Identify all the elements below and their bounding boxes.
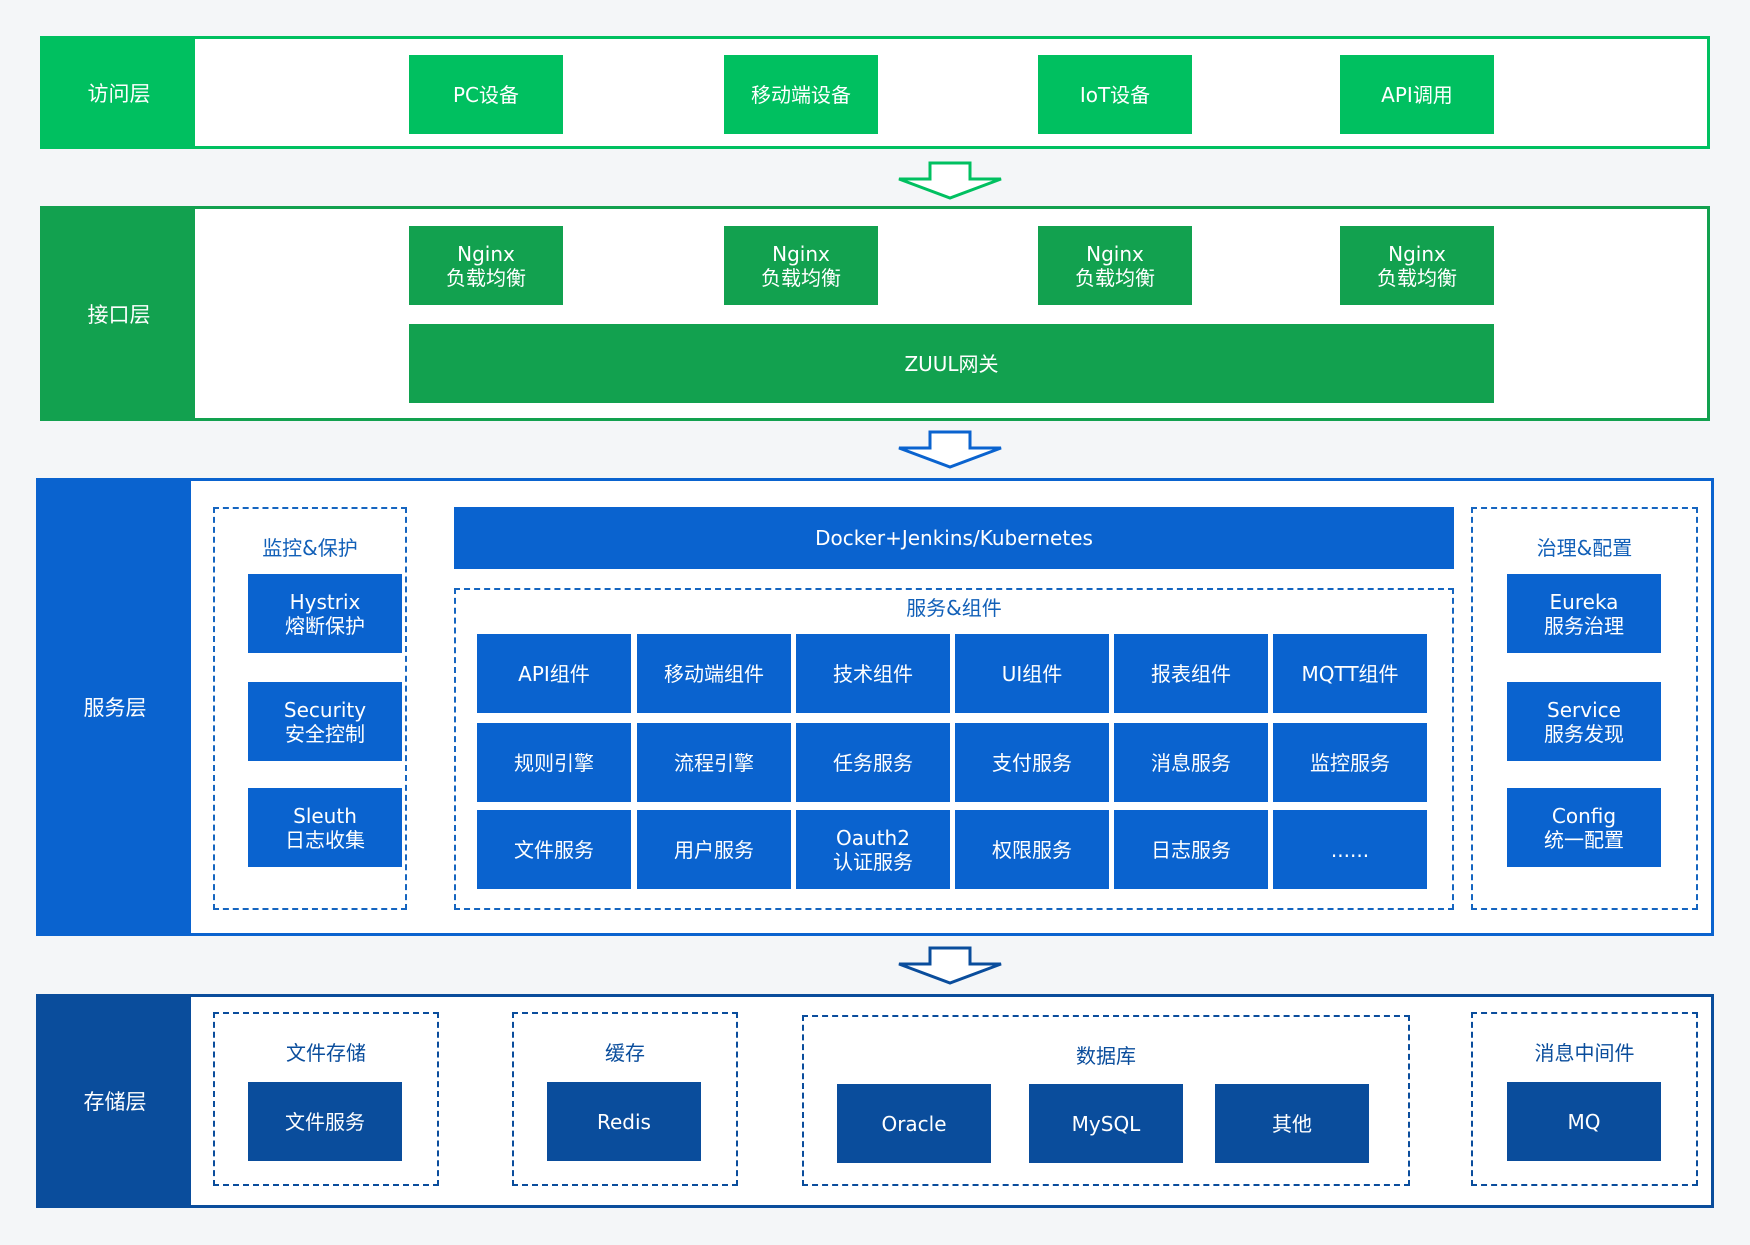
nginx-load-balancer: Nginx 负载均衡: [409, 226, 563, 305]
monitor-group-title: 监控&保护: [262, 536, 358, 560]
nginx-desc: 负载均衡: [1377, 265, 1457, 290]
cache-group: 缓存 Redis: [512, 1012, 738, 1186]
item-name: Config: [1551, 803, 1617, 828]
device-mobile: 移动端设备: [724, 55, 878, 134]
item-name: Eureka: [1549, 589, 1619, 614]
item-name: Security: [283, 697, 367, 722]
mysql-box: MySQL: [1029, 1084, 1183, 1163]
permission-service: 权限服务: [955, 810, 1109, 889]
cache-title: 缓存: [605, 1041, 645, 1065]
more-services: ......: [1273, 810, 1427, 889]
item-name: Hystrix: [289, 589, 361, 614]
tech-component: 技术组件: [796, 634, 950, 713]
mqtt-component: MQTT组件: [1273, 634, 1427, 713]
down-arrow-icon: [898, 430, 1002, 469]
file-service-box: 文件服务: [248, 1082, 402, 1161]
nginx-desc: 负载均衡: [446, 265, 526, 290]
nginx-desc: 负载均衡: [761, 265, 841, 290]
security-box: Security 安全控制: [248, 682, 402, 761]
storage-layer-label: 存储层: [39, 997, 191, 1205]
service-layer: 服务层 监控&保护 Hystrix 熔断保护 Security 安全控制 Sle…: [36, 478, 1714, 936]
service-layer-label: 服务层: [39, 481, 191, 933]
user-service: 用户服务: [637, 810, 791, 889]
nginx-name: Nginx: [457, 241, 515, 266]
governance-config-group: 治理&配置 Eureka 服务治理 Service 服务发现 Config 统一…: [1471, 507, 1698, 910]
other-db-box: 其他: [1215, 1084, 1369, 1163]
devops-bar: Docker+Jenkins/Kubernetes: [454, 507, 1454, 569]
eureka-box: Eureka 服务治理: [1507, 574, 1661, 653]
device-iot: IoT设备: [1038, 55, 1192, 134]
item-desc: 日志收集: [285, 827, 365, 852]
services-components-group: 服务&组件 API组件 移动端组件 技术组件 UI组件 报表组件 MQTT组件 …: [454, 588, 1454, 910]
message-middleware-group: 消息中间件 MQ: [1471, 1012, 1698, 1186]
down-arrow-icon: [898, 161, 1002, 200]
config-box: Config 统一配置: [1507, 788, 1661, 867]
item-desc: 安全控制: [285, 721, 365, 746]
item-desc: 统一配置: [1544, 827, 1624, 852]
components-group-title: 服务&组件: [906, 596, 1002, 620]
nginx-name: Nginx: [1086, 241, 1144, 266]
api-component: API组件: [477, 634, 631, 713]
interface-layer-label: 接口层: [43, 209, 195, 418]
sleuth-box: Sleuth 日志收集: [248, 788, 402, 867]
governance-group-title: 治理&配置: [1536, 536, 1633, 560]
monitor-protection-group: 监控&保护 Hystrix 熔断保护 Security 安全控制 Sleuth …: [213, 507, 407, 910]
workflow-engine: 流程引擎: [637, 723, 791, 802]
nginx-load-balancer: Nginx 负载均衡: [1340, 226, 1494, 305]
file-storage-group: 文件存储 文件服务: [213, 1012, 439, 1186]
log-service: 日志服务: [1114, 810, 1268, 889]
interface-layer: 接口层 Nginx 负载均衡 Nginx 负载均衡 Nginx 负载均衡 Ngi…: [40, 206, 1710, 421]
item-desc: 认证服务: [833, 849, 913, 874]
rule-engine: 规则引擎: [477, 723, 631, 802]
file-storage-title: 文件存储: [286, 1041, 366, 1065]
nginx-name: Nginx: [772, 241, 830, 266]
item-name: Oauth2: [836, 825, 910, 850]
down-arrow-icon: [898, 946, 1002, 985]
item-desc: 服务治理: [1544, 613, 1624, 638]
device-pc: PC设备: [409, 55, 563, 134]
redis-box: Redis: [547, 1082, 701, 1161]
message-middleware-title: 消息中间件: [1534, 1041, 1635, 1065]
report-component: 报表组件: [1114, 634, 1268, 713]
hystrix-box: Hystrix 熔断保护: [248, 574, 402, 653]
zuul-gateway: ZUUL网关: [409, 324, 1494, 403]
nginx-load-balancer: Nginx 负载均衡: [1038, 226, 1192, 305]
monitoring-service: 监控服务: [1273, 723, 1427, 802]
mobile-component: 移动端组件: [637, 634, 791, 713]
oauth2-auth-service: Oauth2 认证服务: [796, 810, 950, 889]
access-layer-label: 访问层: [43, 39, 195, 146]
nginx-load-balancer: Nginx 负载均衡: [724, 226, 878, 305]
service-discovery-box: Service 服务发现: [1507, 682, 1661, 761]
item-name: Service: [1547, 697, 1621, 722]
database-title: 数据库: [1076, 1044, 1136, 1068]
mq-box: MQ: [1507, 1082, 1661, 1161]
storage-layer: 存储层 文件存储 文件服务 缓存 Redis 数据库 Oracle MySQL …: [36, 994, 1714, 1208]
nginx-desc: 负载均衡: [1075, 265, 1155, 290]
task-service: 任务服务: [796, 723, 950, 802]
database-group: 数据库 Oracle MySQL 其他: [802, 1015, 1410, 1186]
file-service: 文件服务: [477, 810, 631, 889]
item-desc: 熔断保护: [285, 613, 365, 638]
oracle-box: Oracle: [837, 1084, 991, 1163]
item-desc: 服务发现: [1544, 721, 1624, 746]
device-api: API调用: [1340, 55, 1494, 134]
ui-component: UI组件: [955, 634, 1109, 713]
payment-service: 支付服务: [955, 723, 1109, 802]
nginx-name: Nginx: [1388, 241, 1446, 266]
item-name: Sleuth: [293, 803, 357, 828]
access-layer: 访问层 PC设备 移动端设备 IoT设备 API调用: [40, 36, 1710, 149]
message-service: 消息服务: [1114, 723, 1268, 802]
